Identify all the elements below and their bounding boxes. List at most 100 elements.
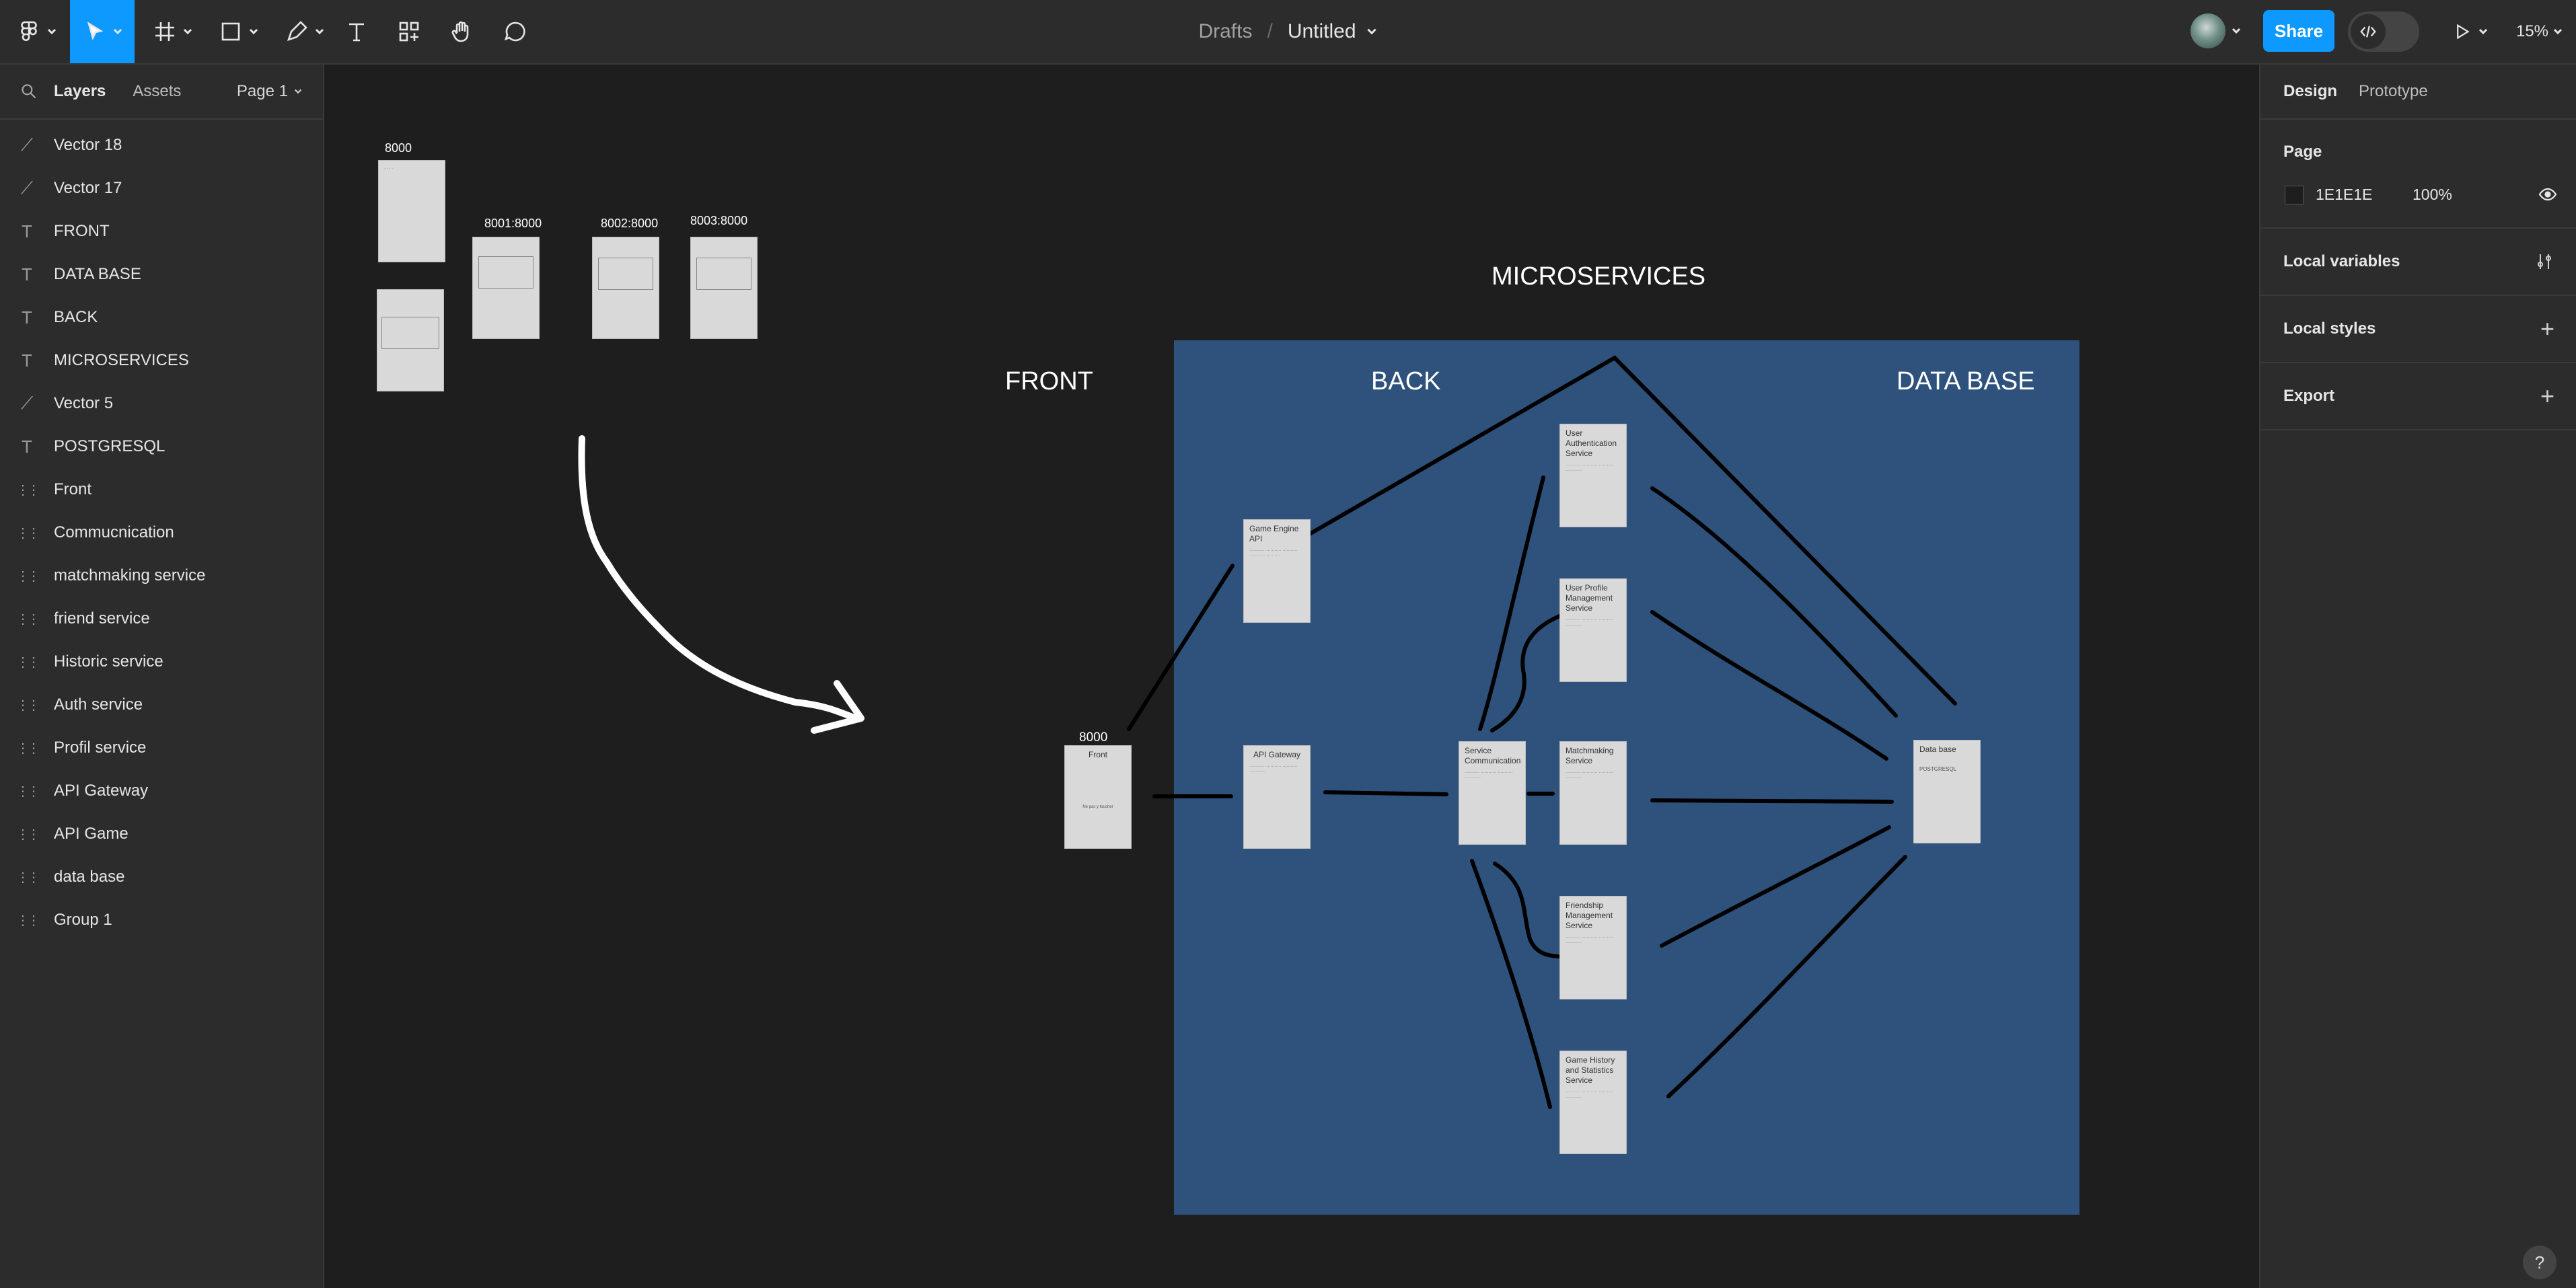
connector-lines[interactable]	[324, 65, 2259, 1288]
frame-icon: ⋮⋮	[16, 913, 40, 928]
layer-item[interactable]: ⋮⋮matchmaking service	[0, 554, 323, 597]
chevron-down-icon	[113, 28, 122, 35]
search-icon[interactable]	[20, 83, 38, 100]
local-styles-section[interactable]: Local styles +	[2260, 296, 2576, 363]
mini-frame[interactable]	[592, 237, 659, 339]
user-profile-service-box[interactable]: User Profile Management Service ········…	[1559, 578, 1627, 682]
service-communication-box[interactable]: Service Communication ··········· ······…	[1459, 741, 1526, 845]
layer-item[interactable]: ⟋Vector 17	[0, 167, 323, 210]
breadcrumb-drafts[interactable]: Drafts	[1198, 20, 1253, 42]
layer-item[interactable]: ⟋Vector 5	[0, 382, 323, 425]
dev-mode-toggle[interactable]	[2348, 11, 2419, 52]
text-icon: T	[22, 436, 32, 457]
tab-layers[interactable]: Layers	[54, 82, 106, 100]
layer-item[interactable]: ⋮⋮Auth service	[0, 683, 323, 726]
help-button[interactable]: ?	[2523, 1246, 2556, 1279]
eye-icon[interactable]	[2538, 184, 2558, 204]
text-tool-button[interactable]	[338, 0, 375, 63]
chevron-down-icon[interactable]	[2231, 26, 2242, 36]
components-icon	[399, 22, 419, 42]
chevron-down-icon[interactable]	[1366, 26, 1378, 38]
layer-item[interactable]: ⋮⋮Historic service	[0, 640, 323, 683]
user-auth-service-box[interactable]: User Authentication Service ··········· …	[1559, 424, 1627, 527]
avatar[interactable]	[2191, 13, 2225, 48]
frame-tool-button[interactable]	[144, 0, 200, 63]
plus-icon[interactable]: +	[2540, 382, 2554, 410]
layer-item[interactable]: ⋮⋮Front	[0, 468, 323, 511]
mini-frame[interactable]: · · · ·	[378, 160, 445, 262]
page-opacity-value[interactable]: 100%	[2413, 186, 2452, 203]
local-styles-label: Local styles	[2283, 319, 2376, 338]
tab-prototype[interactable]: Prototype	[2359, 82, 2428, 100]
mini-frame[interactable]	[690, 237, 758, 339]
sliders-icon[interactable]	[2534, 252, 2554, 272]
tab-design[interactable]: Design	[2283, 82, 2338, 100]
page-color-value[interactable]: 1E1E1E	[2316, 186, 2373, 203]
plus-icon[interactable]: +	[2540, 315, 2554, 342]
layer-item-label: DATA BASE	[54, 265, 141, 283]
chevron-down-icon	[47, 28, 57, 35]
page-section: Page 1E1E1E 100%	[2260, 120, 2576, 229]
layer-item-label: Auth service	[54, 695, 143, 714]
game-engine-api-box[interactable]: Game Engine API ··········· ············…	[1243, 519, 1311, 623]
game-history-service-title: Game History and Statistics Service	[1566, 1055, 1615, 1085]
main-menu-button[interactable]	[9, 0, 63, 63]
database-box[interactable]: Data base POSTGRESQL	[1913, 740, 1981, 843]
box-description: ··········· ············ ··········· ···…	[1249, 549, 1298, 559]
vector-icon: ⟋	[20, 135, 34, 155]
move-tool-button[interactable]	[70, 0, 135, 63]
layer-item[interactable]: ⋮⋮ data base	[0, 856, 323, 899]
layer-item[interactable]: ⋮⋮Profil service	[0, 726, 323, 769]
layer-item-label: data base	[54, 868, 125, 886]
layer-item[interactable]: ⟋Vector 18	[0, 124, 323, 167]
export-section[interactable]: Export +	[2260, 363, 2576, 430]
local-variables-section[interactable]: Local variables	[2260, 229, 2576, 296]
resources-tool-button[interactable]	[390, 0, 428, 63]
comment-icon	[504, 22, 525, 42]
layer-item-label: API Game	[54, 825, 128, 843]
layer-item[interactable]: ⋮⋮API Game	[0, 812, 323, 856]
layers-panel: Layers Assets Page 1 ⟋Vector 18⟋Vector 1…	[0, 65, 324, 1288]
mini-frame[interactable]	[472, 237, 540, 339]
chevron-down-icon	[315, 28, 324, 35]
pen-icon	[287, 21, 307, 42]
box-description: ··········· ············ ··········· ···…	[1566, 936, 1614, 946]
front-box[interactable]: Front Ne pas y toucher	[1064, 745, 1132, 849]
tab-assets[interactable]: Assets	[133, 82, 182, 100]
database-title[interactable]: DATA BASE	[1897, 367, 2035, 395]
layer-item[interactable]: ⋮⋮friend service	[0, 597, 323, 640]
text-icon: T	[22, 221, 32, 241]
user-auth-service-title: User Authentication Service	[1566, 428, 1617, 458]
frame-icon: ⋮⋮	[16, 870, 40, 885]
layer-item[interactable]: ⋮⋮API Gateway	[0, 769, 323, 812]
api-gateway-box[interactable]: API Gateway ··········· ············ ···…	[1243, 745, 1311, 849]
page-selector[interactable]: Page 1	[237, 82, 303, 101]
mini-frame[interactable]	[377, 289, 444, 391]
zoom-menu[interactable]: 15%	[2509, 0, 2570, 63]
file-name[interactable]: Untitled	[1287, 20, 1356, 42]
pen-tool-button[interactable]	[276, 0, 332, 63]
page-color-swatch[interactable]	[2285, 186, 2304, 204]
shape-tool-button[interactable]	[210, 0, 266, 63]
present-button[interactable]	[2446, 0, 2493, 63]
comment-tool-button[interactable]	[496, 0, 534, 63]
hand-tool-button[interactable]	[443, 0, 480, 63]
game-history-service-box[interactable]: Game History and Statistics Service ····…	[1559, 1051, 1627, 1154]
back-title[interactable]: BACK	[1371, 367, 1441, 395]
microservices-title[interactable]: MICROSERVICES	[1492, 262, 1706, 291]
canvas[interactable]: 8000 · · · · 8001:8000 8002:8000 8003:80…	[324, 65, 2259, 1288]
layer-item-label: Profil service	[54, 738, 147, 757]
layer-item-label: API Gateway	[54, 782, 149, 800]
share-button[interactable]: Share	[2263, 10, 2334, 52]
matchmaking-service-box[interactable]: Matchmaking Service ··········· ········…	[1559, 741, 1627, 845]
layer-item[interactable]: ⋮⋮Group 1	[0, 899, 323, 942]
friendship-service-box[interactable]: Friendship Management Service ··········…	[1559, 896, 1627, 999]
layer-item[interactable]: ⋮⋮Commucnication	[0, 511, 323, 554]
front-title[interactable]: FRONT	[1005, 367, 1093, 395]
box-description: ··········· ············ ··········· ···…	[1566, 1090, 1614, 1100]
